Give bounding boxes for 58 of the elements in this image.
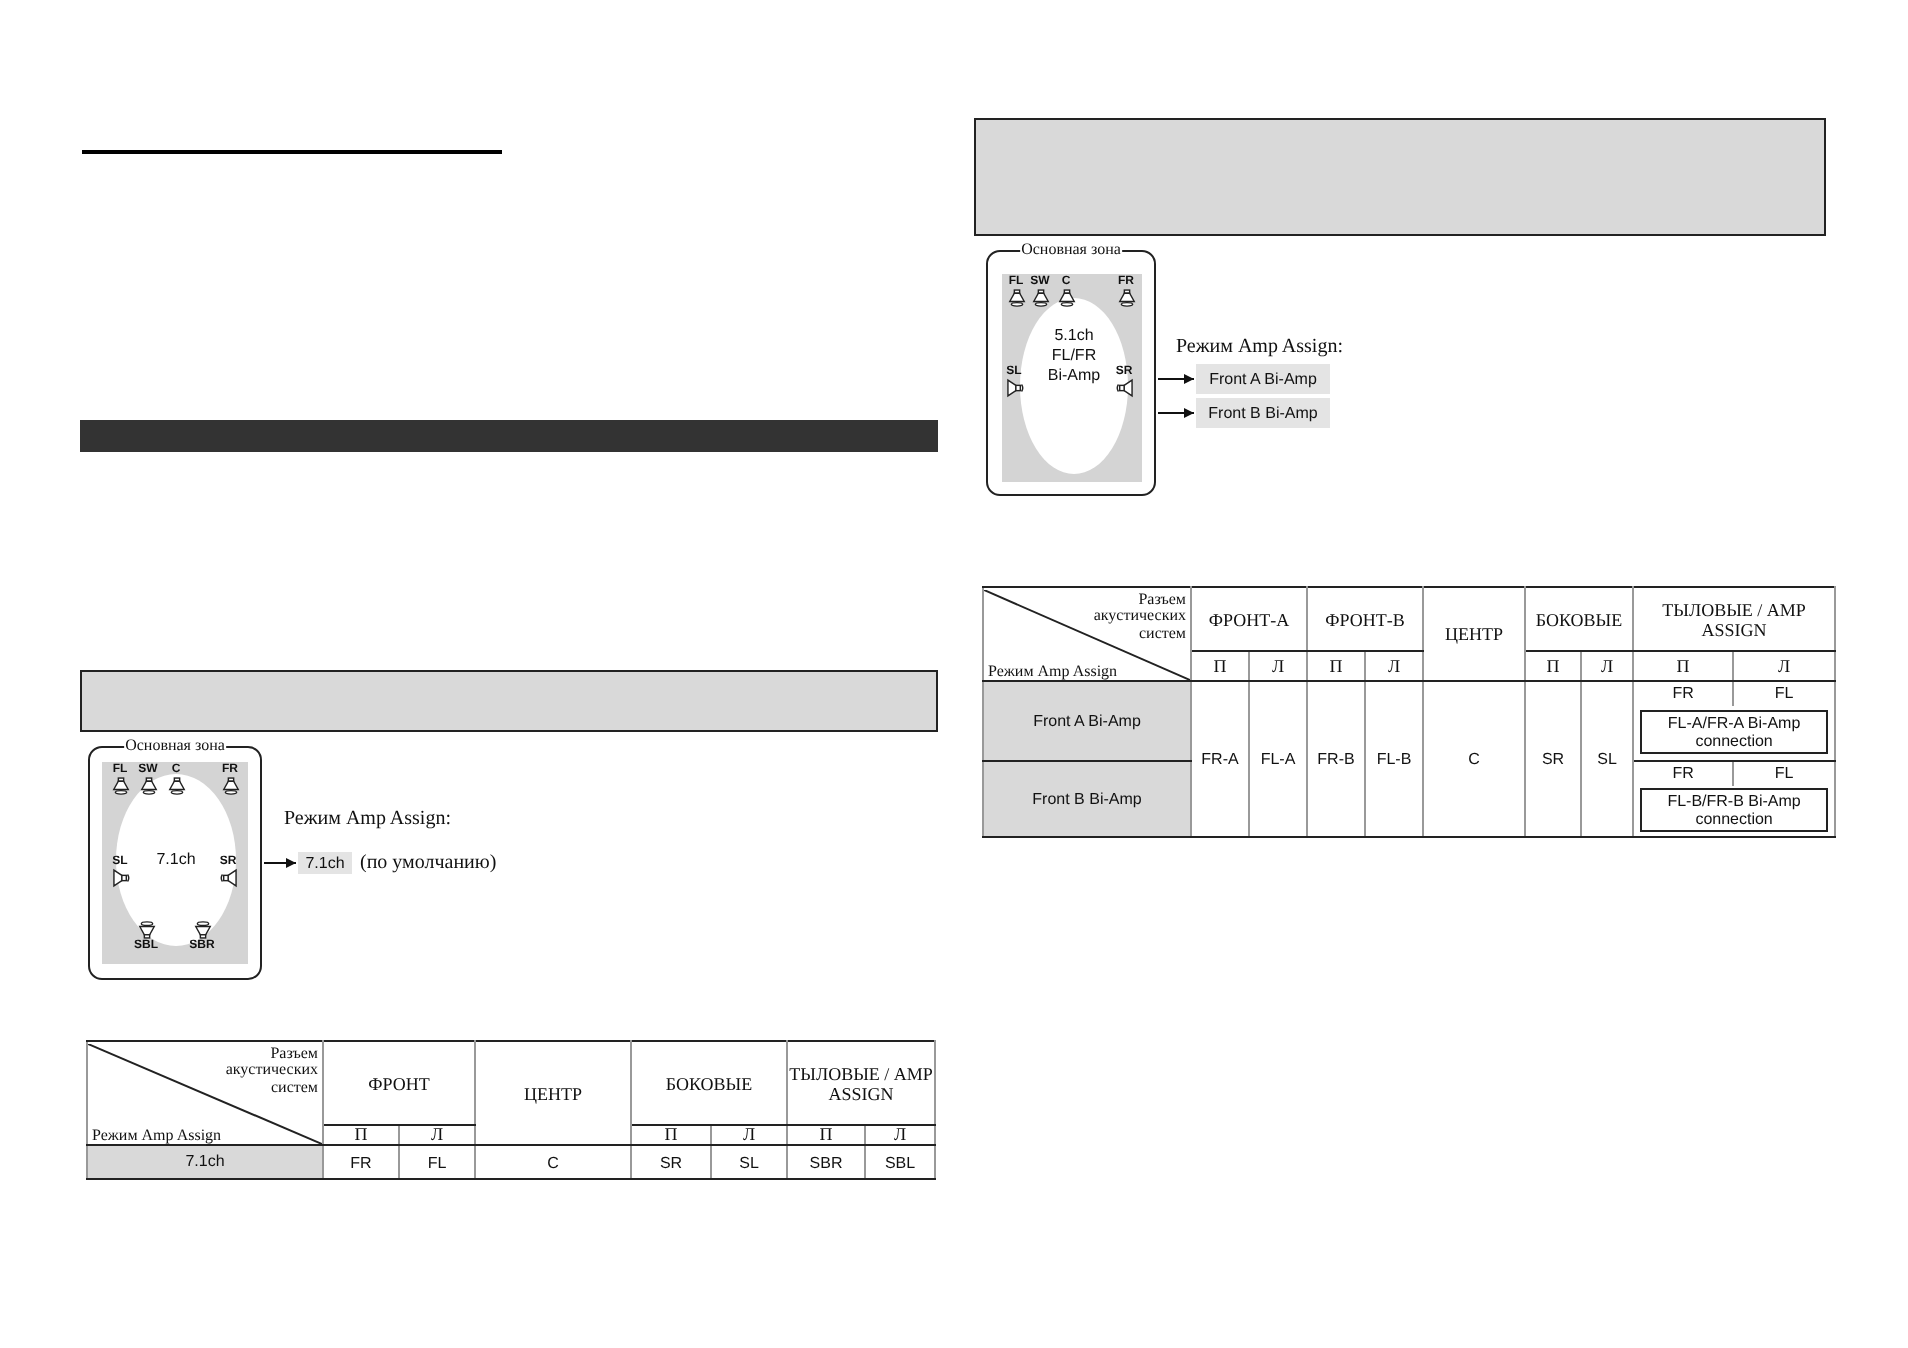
header-cell: ФРОНТ	[323, 1041, 476, 1125]
table-cell: FL-B	[1365, 681, 1424, 837]
note-text: (по умолчанию)	[360, 850, 497, 876]
table-cell: FL-A	[1249, 681, 1307, 837]
header-cell: ЦЕНТР	[1423, 587, 1526, 681]
header-cell: ФРОНТ-B	[1307, 587, 1424, 651]
arrow	[1157, 408, 1195, 418]
mode-tag: Front B Bi-Amp	[1196, 398, 1330, 428]
table-cell: C	[475, 1145, 632, 1179]
zone-frame	[88, 736, 262, 980]
table-cell: SBR	[787, 1145, 866, 1179]
header-text: Режим Amp Assign	[988, 661, 1118, 679]
arrow	[1157, 374, 1195, 384]
mode-tag: 7.1ch	[298, 852, 352, 874]
zone-frame	[986, 240, 1156, 496]
header-cell: П	[631, 1125, 712, 1145]
table-cell: SR	[1525, 681, 1582, 837]
row-header-cell: 7.1ch	[87, 1145, 323, 1179]
row-header-cell: Front B Bi-Amp	[983, 761, 1191, 837]
header-cell: БОКОВЫЕ	[1525, 587, 1634, 651]
mode-label: Режим Amp Assign:	[284, 808, 451, 832]
frame-title: Основная зона	[123, 736, 227, 756]
header-cell: П	[1633, 651, 1734, 681]
header-cell: П	[1191, 651, 1249, 681]
header-text: Режим Amp Assign	[92, 1125, 222, 1143]
header-cell: П	[1525, 651, 1582, 681]
header-cell: П	[787, 1125, 866, 1145]
section-bar	[80, 420, 938, 452]
table-cell: C	[1423, 681, 1526, 837]
table-cell: SL	[711, 1145, 788, 1179]
frame-title: Основная зона	[1019, 240, 1123, 260]
header-cell: Л	[1581, 651, 1634, 681]
table-cell: SBL	[865, 1145, 936, 1179]
header-cell: ТЫЛОВЫЕ / AMP ASSIGN	[1633, 587, 1836, 651]
header-cell: Л	[1249, 651, 1307, 681]
header-cell: ФРОНТ-A	[1191, 587, 1307, 651]
connection-note: FL-A/FR-A Bi-Amp connection	[1640, 710, 1829, 755]
header-cell: ЦЕНТР	[475, 1041, 632, 1145]
table-cell: SR	[631, 1145, 712, 1179]
table-cell: FL	[399, 1145, 476, 1179]
mode-tag: Front A Bi-Amp	[1196, 364, 1330, 394]
header-cell: БОКОВЫЕ	[631, 1041, 788, 1125]
header-cell: Л	[399, 1125, 476, 1145]
header-cell: Л	[1733, 651, 1836, 681]
header-cell: П	[1307, 651, 1365, 681]
header-cell: Л	[711, 1125, 788, 1145]
table-cell: SL	[1581, 681, 1634, 837]
table-cell: FR-B	[1307, 681, 1365, 837]
header-cell: Л	[865, 1125, 936, 1145]
table-cell: FR	[323, 1145, 399, 1179]
arrow	[263, 858, 297, 868]
header-cell: П	[323, 1125, 399, 1145]
header-cell: ТЫЛОВЫЕ / AMP ASSIGN	[787, 1041, 936, 1125]
mode-label: Режим Amp Assign:	[1176, 336, 1343, 360]
header-text: Разъем акустических систем	[223, 1045, 318, 1096]
connection-note: FL-B/FR-B Bi-Amp connection	[1640, 788, 1829, 833]
header-text: Разъем акустических систем	[1091, 591, 1186, 642]
row-header-cell: Front A Bi-Amp	[983, 681, 1191, 761]
